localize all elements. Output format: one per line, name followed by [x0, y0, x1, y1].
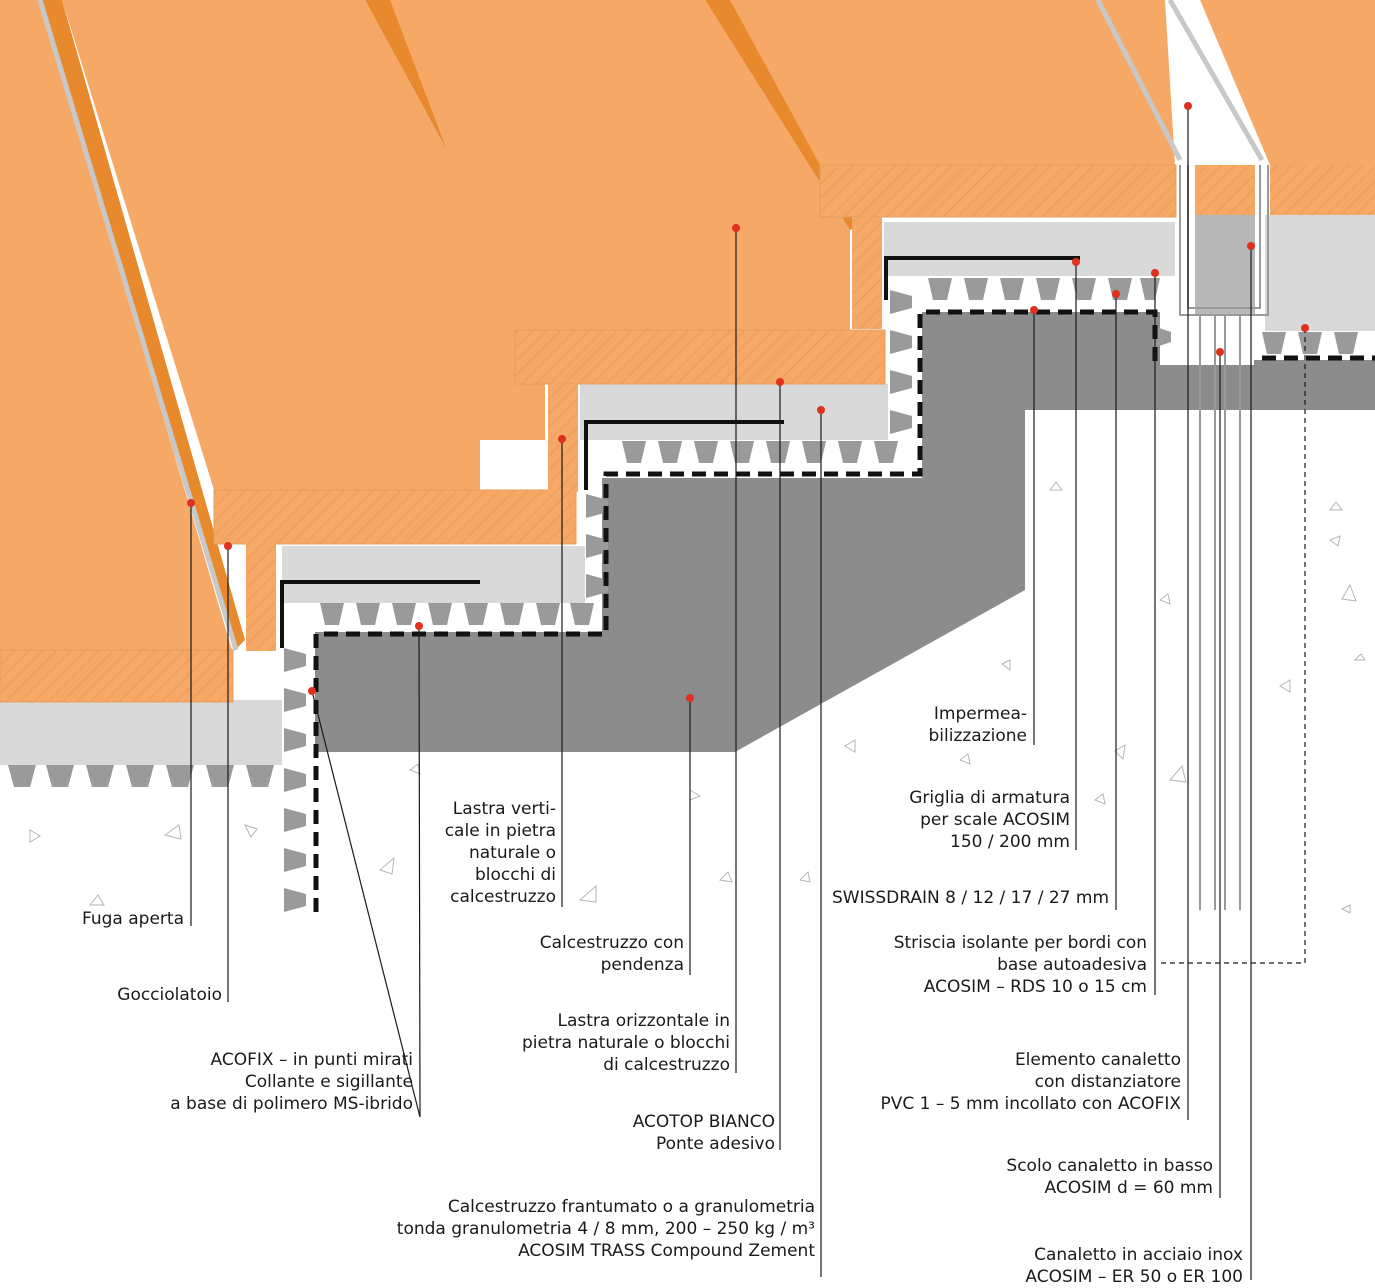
concrete-core [315, 312, 1254, 752]
drainage-left [8, 765, 274, 787]
tread-front-1 [0, 649, 234, 703]
screed-step3 [884, 222, 1175, 276]
screed-step2 [580, 384, 888, 440]
tread-front-channel [1198, 165, 1254, 215]
tread-front-4 [819, 164, 1177, 218]
tread-front-2 [213, 489, 577, 545]
concrete-core-right [1254, 360, 1375, 410]
riser-3 [852, 217, 882, 329]
tread-front-3 [514, 329, 886, 385]
label-fuga-aperta: Fuga aperta [82, 909, 184, 929]
steel-channel [1179, 165, 1269, 910]
drainage-vertical [284, 290, 1171, 912]
drainage-horizontal [320, 278, 1358, 625]
screed-right [1265, 215, 1375, 331]
membrane-strips [280, 256, 1080, 648]
label-impermeabilizzazione: Impermea-bilizzazione [928, 704, 1027, 746]
screed-step1 [282, 546, 585, 603]
riser-1 [246, 543, 276, 651]
label-calcestruzzo-frantumato: Calcestruzzo frantumato o a granulometri… [396, 1197, 815, 1261]
gap-lines [37, 0, 1265, 651]
leader-lines [190, 106, 1306, 1280]
label-swissdrain: SWISSDRAIN 8 / 12 / 17 / 27 mm [831, 888, 1109, 908]
callout-dots [187, 102, 1309, 702]
label-gocciolatoio: Gocciolatoio [117, 985, 222, 1005]
channel-fill [1195, 215, 1255, 315]
ground-aggregate [29, 481, 1366, 914]
tread-front-5 [1270, 165, 1375, 215]
base-bed [0, 700, 282, 765]
